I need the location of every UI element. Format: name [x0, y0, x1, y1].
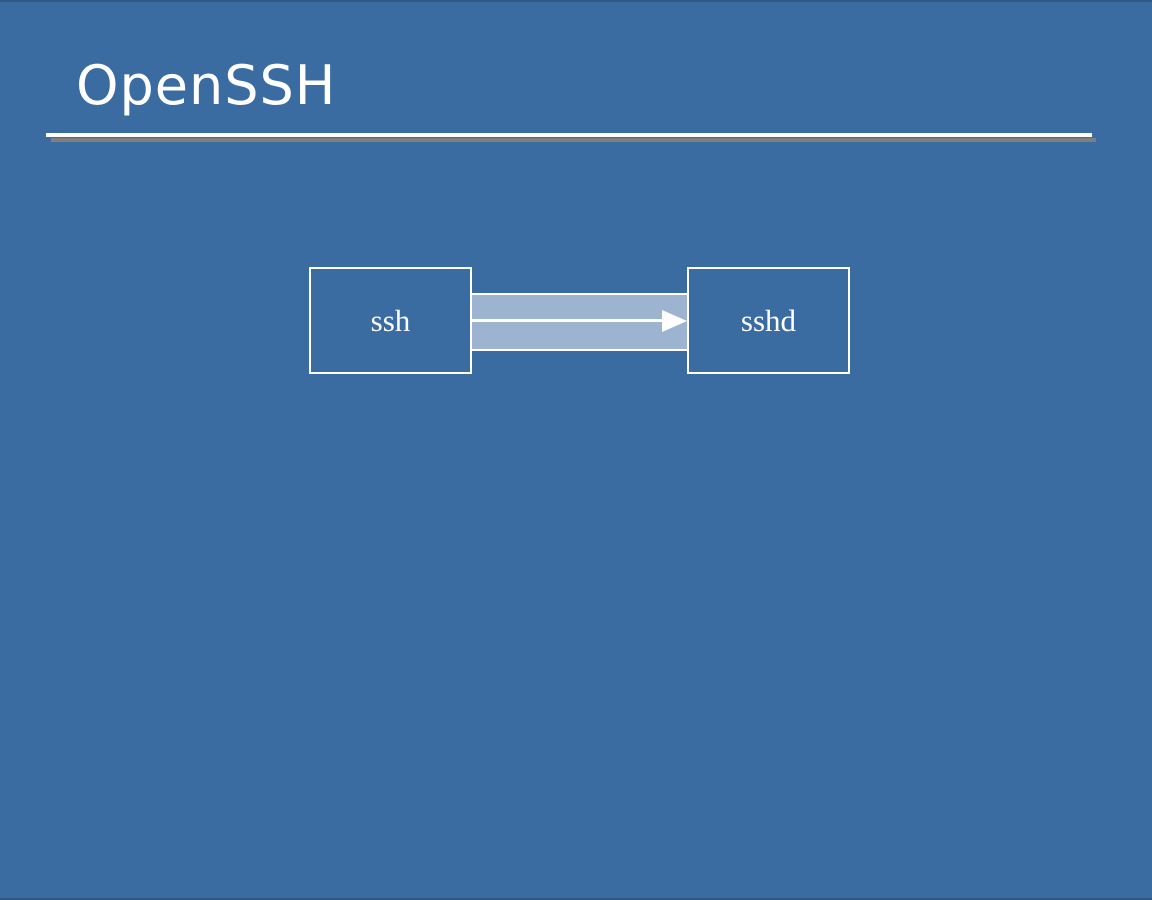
connection-band — [472, 293, 687, 351]
slide-title: OpenSSH — [76, 54, 337, 117]
node-sshd-server: sshd — [687, 267, 850, 374]
title-underline-shadow — [51, 138, 1096, 142]
slide-bottom-edge — [0, 898, 1152, 900]
arrow-shaft — [472, 319, 665, 322]
slide-top-edge — [0, 0, 1152, 2]
right-arrow-icon — [662, 310, 687, 332]
title-underline — [46, 133, 1092, 137]
node-ssh-client: ssh — [309, 267, 472, 374]
sshd-server-label: sshd — [740, 303, 797, 338]
ssh-client-label: ssh — [370, 303, 411, 338]
